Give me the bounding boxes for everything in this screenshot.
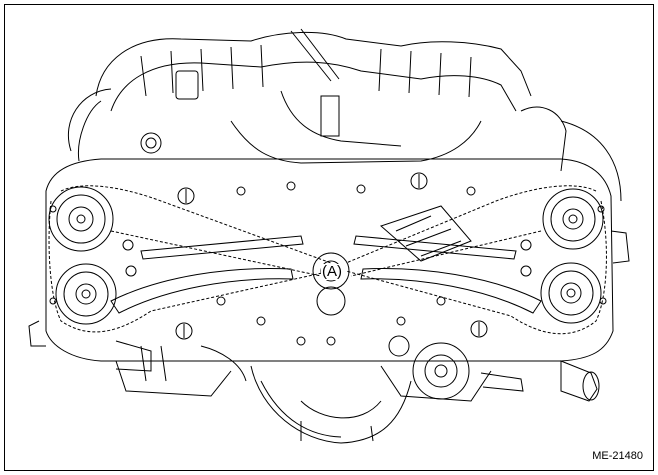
figure-id: ME-21480 bbox=[592, 450, 643, 462]
water-pump bbox=[389, 336, 599, 401]
right-cam-sprockets bbox=[541, 189, 603, 323]
engine-timing-drawing bbox=[5, 5, 655, 472]
intake-manifold bbox=[68, 29, 621, 201]
left-cam-sprockets bbox=[49, 187, 116, 324]
engine-block bbox=[46, 159, 613, 443]
hoses-brackets bbox=[29, 101, 629, 381]
bolt-markers bbox=[50, 173, 606, 345]
timing-chains bbox=[49, 186, 606, 334]
callout-label-a: (A) bbox=[321, 263, 343, 280]
chain-guides bbox=[111, 206, 541, 313]
figure-frame: (A) ME-21480 bbox=[4, 4, 654, 471]
